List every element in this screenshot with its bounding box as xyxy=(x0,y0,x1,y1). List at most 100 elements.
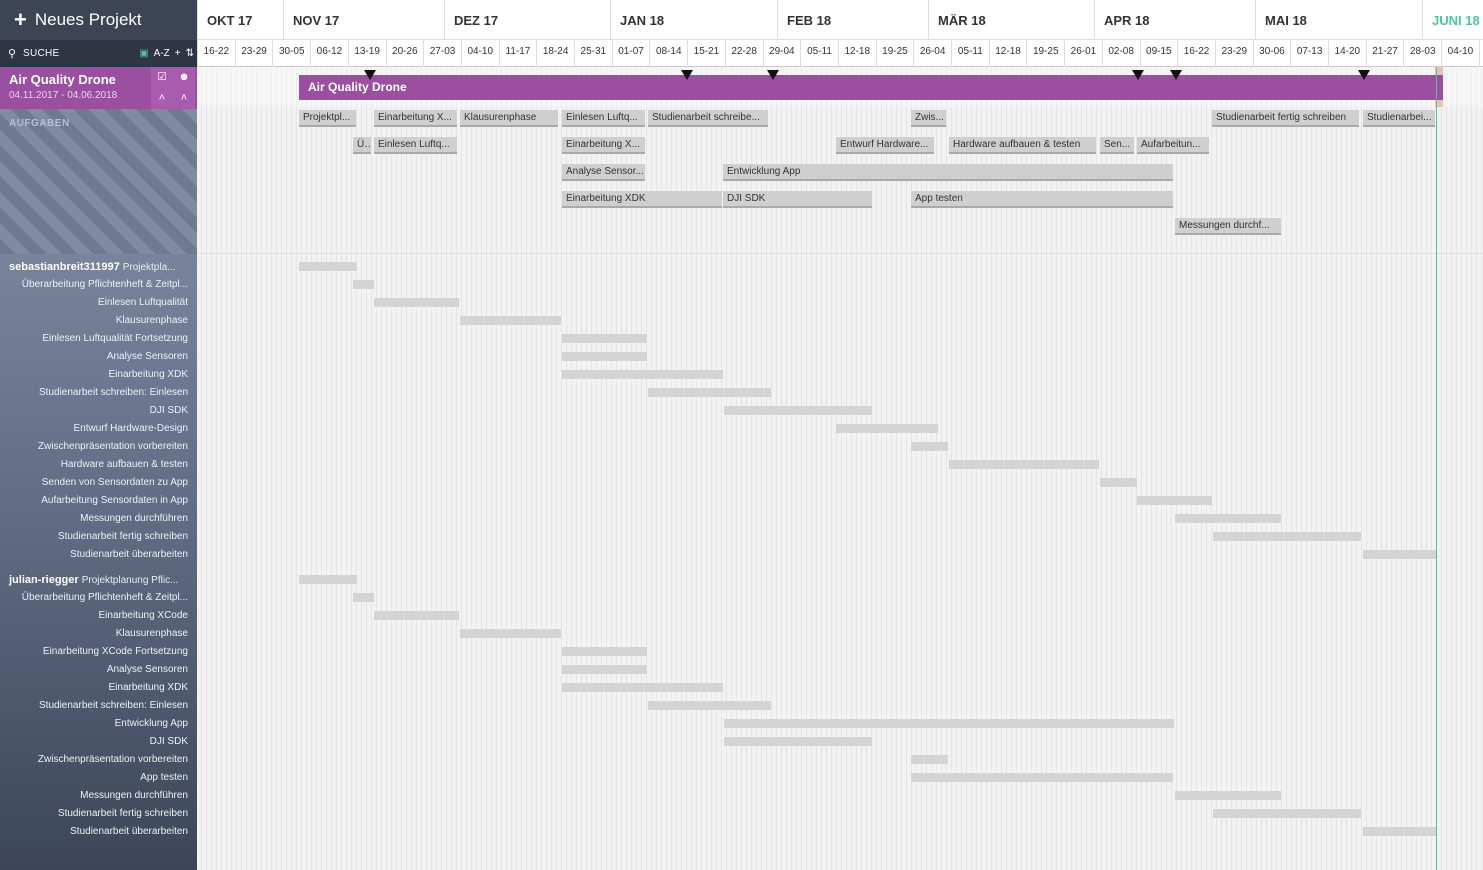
user-task-row[interactable]: Einlesen Luftqualität xyxy=(0,294,197,312)
task-bar[interactable]: Einlesen Luftq... xyxy=(562,110,645,127)
task-bar[interactable]: Studienarbeit fertig schreiben xyxy=(1212,110,1359,127)
user-task-bar[interactable] xyxy=(1137,496,1212,505)
user-task-bar[interactable] xyxy=(1175,791,1281,800)
user-task-row[interactable]: Klausurenphase xyxy=(0,312,197,330)
user-task-bar[interactable] xyxy=(374,611,459,620)
milestone-marker[interactable] xyxy=(1132,70,1144,80)
task-bar[interactable]: Aufarbeitun... xyxy=(1137,137,1209,154)
task-bar[interactable]: Einlesen Luftq... xyxy=(374,137,457,154)
calendar-icon[interactable]: ▣ xyxy=(139,48,149,59)
user-task-bar[interactable] xyxy=(1363,827,1436,836)
user-task-row[interactable]: Aufarbeitung Sensordaten in App xyxy=(0,492,197,510)
user-task-bar[interactable] xyxy=(562,352,647,361)
task-bar[interactable]: Projektpl... xyxy=(299,110,356,127)
user-icon[interactable]: ☻ xyxy=(173,67,195,88)
task-bar[interactable]: Entwurf Hardware... xyxy=(836,137,934,154)
user-task-bar[interactable] xyxy=(562,370,723,379)
user-task-row[interactable]: Einlesen Luftqualität Fortsetzung xyxy=(0,330,197,348)
task-bar[interactable]: Messungen durchf... xyxy=(1175,218,1281,235)
task-bar[interactable]: Hardware aufbauen & testen xyxy=(949,137,1096,154)
user-task-row[interactable]: Analyse Sensoren xyxy=(0,661,197,679)
user-task-row[interactable]: Studienarbeit überarbeiten xyxy=(0,823,197,841)
user-task-bar[interactable] xyxy=(562,665,647,674)
user-task-row[interactable]: Zwischenpräsentation vorbereiten xyxy=(0,751,197,769)
search-icon[interactable]: ⚲ xyxy=(7,48,17,60)
task-bar[interactable]: DJI SDK xyxy=(723,191,872,208)
user-task-bar[interactable] xyxy=(1100,478,1137,487)
checkbox-icon[interactable]: ☑ xyxy=(151,67,173,88)
user-task-bar[interactable] xyxy=(1363,550,1436,559)
user-task-bar[interactable] xyxy=(562,683,723,692)
task-bar[interactable]: Einarbeitung X... xyxy=(374,110,457,127)
user-task-row[interactable]: Studienarbeit schreiben: Einlesen xyxy=(0,384,197,402)
milestone-marker[interactable] xyxy=(1170,70,1182,80)
user-task-row[interactable]: Hardware aufbauen & testen xyxy=(0,456,197,474)
user-task-bar[interactable] xyxy=(460,316,561,325)
user-task-bar[interactable] xyxy=(911,773,1173,782)
user-task-row[interactable]: Studienarbeit schreiben: Einlesen xyxy=(0,697,197,715)
user-task-bar[interactable] xyxy=(648,388,771,397)
user-task-row[interactable]: DJI SDK xyxy=(0,733,197,751)
user-task-bar[interactable] xyxy=(724,406,872,415)
user-task-row[interactable]: DJI SDK xyxy=(0,402,197,420)
user-task-row[interactable]: Einarbeitung XCode xyxy=(0,607,197,625)
user-task-bar[interactable] xyxy=(836,424,938,433)
user-task-bar[interactable] xyxy=(1213,809,1361,818)
user-task-bar[interactable] xyxy=(648,701,771,710)
user-task-bar[interactable] xyxy=(949,460,1099,469)
user-task-row[interactable]: Studienarbeit überarbeiten xyxy=(0,546,197,564)
user-task-row[interactable]: Studienarbeit fertig schreiben xyxy=(0,528,197,546)
collapse-icon[interactable]: ˄ xyxy=(151,88,173,109)
user-task-row[interactable]: Messungen durchführen xyxy=(0,510,197,528)
user-task-bar[interactable] xyxy=(911,755,948,764)
milestone-marker[interactable] xyxy=(1358,70,1370,80)
task-bar[interactable]: Zwis... xyxy=(911,110,946,127)
user-task-row[interactable]: Entwicklung App xyxy=(0,715,197,733)
add-icon[interactable]: + xyxy=(174,48,181,59)
sort-az-button[interactable]: A-Z xyxy=(153,48,170,59)
search-label[interactable]: SUCHE xyxy=(23,48,60,59)
milestone-marker[interactable] xyxy=(681,70,693,80)
user-task-row[interactable]: Zwischenpräsentation vorbereiten xyxy=(0,438,197,456)
task-bar[interactable]: Übe... xyxy=(353,137,371,154)
user-task-row[interactable]: Einarbeitung XDK xyxy=(0,366,197,384)
user-task-row[interactable]: Überarbeitung Pflichtenheft & Zeitpl... xyxy=(0,276,197,294)
user-task-row[interactable]: App testen xyxy=(0,769,197,787)
new-project-button[interactable]: + Neues Projekt xyxy=(0,0,197,40)
user-task-row[interactable]: Klausurenphase xyxy=(0,625,197,643)
user-task-bar[interactable] xyxy=(299,575,357,584)
user-task-bar[interactable] xyxy=(562,334,647,343)
task-bar[interactable]: Klausurenphase xyxy=(460,110,558,127)
milestone-marker[interactable] xyxy=(767,70,779,80)
user-task-bar[interactable] xyxy=(299,262,357,271)
task-bar[interactable]: Sen... xyxy=(1100,137,1134,154)
user-task-bar[interactable] xyxy=(353,280,374,289)
task-bar[interactable]: Studienarbei... xyxy=(1363,110,1435,127)
task-bar[interactable]: Entwicklung App xyxy=(723,164,1173,181)
search-bar[interactable]: ⚲ SUCHE ▣ A-Z + ⇅ xyxy=(0,40,197,67)
user-task-bar[interactable] xyxy=(353,593,374,602)
user-task-row[interactable]: Entwurf Hardware-Design xyxy=(0,420,197,438)
user-task-row[interactable]: Einarbeitung XCode Fortsetzung xyxy=(0,643,197,661)
task-bar[interactable]: Analyse Sensor... xyxy=(562,164,645,181)
task-bar[interactable]: Studienarbeit schreibe... xyxy=(648,110,768,127)
collapse-icon[interactable]: ˄ xyxy=(173,88,195,109)
user-task-bar[interactable] xyxy=(374,298,459,307)
milestone-marker[interactable] xyxy=(364,70,376,80)
user-task-row[interactable]: Senden von Sensordaten zu App xyxy=(0,474,197,492)
user-task-row[interactable]: Einarbeitung XDK xyxy=(0,679,197,697)
user-task-bar[interactable] xyxy=(724,719,1174,728)
user-task-bar[interactable] xyxy=(1213,532,1361,541)
user-task-bar[interactable] xyxy=(911,442,948,451)
task-bar[interactable]: App testen xyxy=(911,191,1173,208)
sort-icon[interactable]: ⇅ xyxy=(185,48,194,59)
user-task-row[interactable]: Studienarbeit fertig schreiben xyxy=(0,805,197,823)
user-task-bar[interactable] xyxy=(562,647,647,656)
project-bar[interactable]: Air Quality Drone xyxy=(299,75,1443,100)
task-bar[interactable]: Einarbeitung XDK xyxy=(562,191,722,208)
task-bar[interactable]: Einarbeitung X... xyxy=(562,137,645,154)
user-task-row[interactable]: Überarbeitung Pflichtenheft & Zeitpl... xyxy=(0,589,197,607)
user-task-bar[interactable] xyxy=(460,629,561,638)
